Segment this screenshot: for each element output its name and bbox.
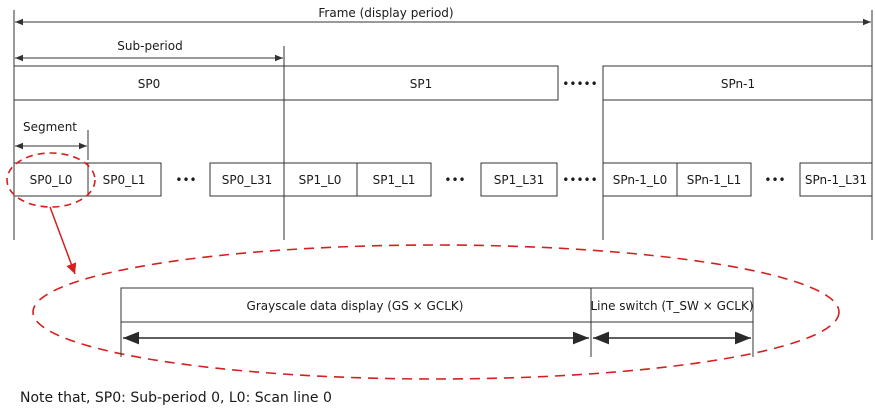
- segment-label: Segment: [23, 120, 77, 134]
- segment-label-sp1-l1: SP1_L1: [373, 173, 416, 187]
- segment-label-sp1-l31: SP1_L31: [494, 173, 544, 187]
- segment-label-sp0-l1: SP0_L1: [103, 173, 146, 187]
- subperiod-box-sp0: [13, 65, 285, 101]
- segment-ellipsis-spn1: •••: [764, 173, 785, 187]
- zoom-arrow: [49, 206, 77, 275]
- segment-box-sp1-l0: [283, 162, 358, 197]
- highlight-ellipse-small: [6, 152, 96, 208]
- subperiod-box-spn1: [602, 65, 873, 101]
- line-switch-label: Line switch (T_SW × GCLK): [590, 299, 753, 313]
- segment-box-spn1-l31: [799, 162, 873, 197]
- frame-label: Frame (display period): [318, 6, 453, 20]
- subperiod-box-sp1: [283, 65, 559, 101]
- segment-ellipsis-sp0: •••: [175, 173, 196, 187]
- segment-box-sp1-l1: [356, 162, 432, 197]
- segment-label-spn1-l0: SPn-1_L0: [613, 173, 668, 187]
- highlight-ellipse-large: [32, 244, 840, 380]
- segment-box-spn1-l1: [676, 162, 752, 197]
- segment-label-sp0-l31: SP0_L31: [222, 173, 272, 187]
- segment-box-sp0-l1: [87, 162, 162, 197]
- subperiod-label-spn1: SPn-1: [721, 77, 755, 91]
- grayscale-display-label: Grayscale data display (GS × GCLK): [247, 299, 464, 313]
- segment-label-spn1-l31: SPn-1_L31: [805, 173, 867, 187]
- subperiod-ellipsis: •••••: [562, 77, 597, 91]
- subperiod-label-sp0: SP0: [138, 77, 161, 91]
- subperiod-label: Sub-period: [117, 39, 182, 53]
- segment-ellipsis-sp1: •••: [444, 173, 465, 187]
- segment-label-sp0-l0: SP0_L0: [30, 173, 73, 187]
- grayscale-display-box: [120, 287, 592, 323]
- segment-row-ellipsis: •••••: [562, 173, 597, 187]
- segment-box-sp0-l31: [209, 162, 285, 197]
- segment-box-sp1-l31: [480, 162, 558, 197]
- segment-label-sp1-l0: SP1_L0: [299, 173, 342, 187]
- segment-label-spn1-l1: SPn-1_L1: [687, 173, 742, 187]
- subperiod-label-sp1: SP1: [410, 77, 433, 91]
- footnote: Note that, SP0: Sub-period 0, L0: Scan l…: [20, 390, 332, 406]
- line-switch-box: [590, 287, 754, 323]
